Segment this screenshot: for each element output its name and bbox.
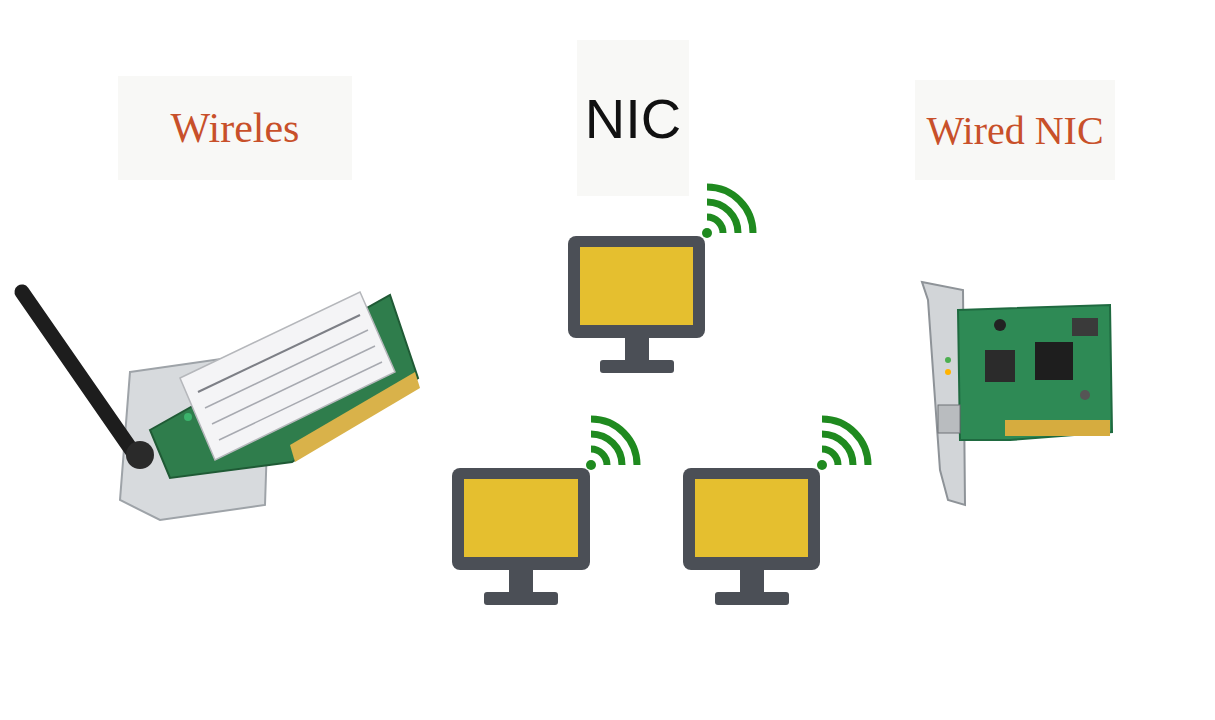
- wifi-symbols: [586, 187, 868, 470]
- wireless-card: [22, 292, 420, 520]
- monitor-icons: [452, 236, 820, 605]
- wired-card: [922, 282, 1112, 505]
- section-label: Wired NIC: [915, 80, 1115, 180]
- label-text: Wired NIC: [926, 107, 1103, 154]
- label-text: NIC: [585, 86, 681, 151]
- label-text: Wireles: [171, 104, 300, 152]
- section-label: Wireles: [118, 76, 352, 180]
- diagram-title: NIC: [577, 40, 689, 196]
